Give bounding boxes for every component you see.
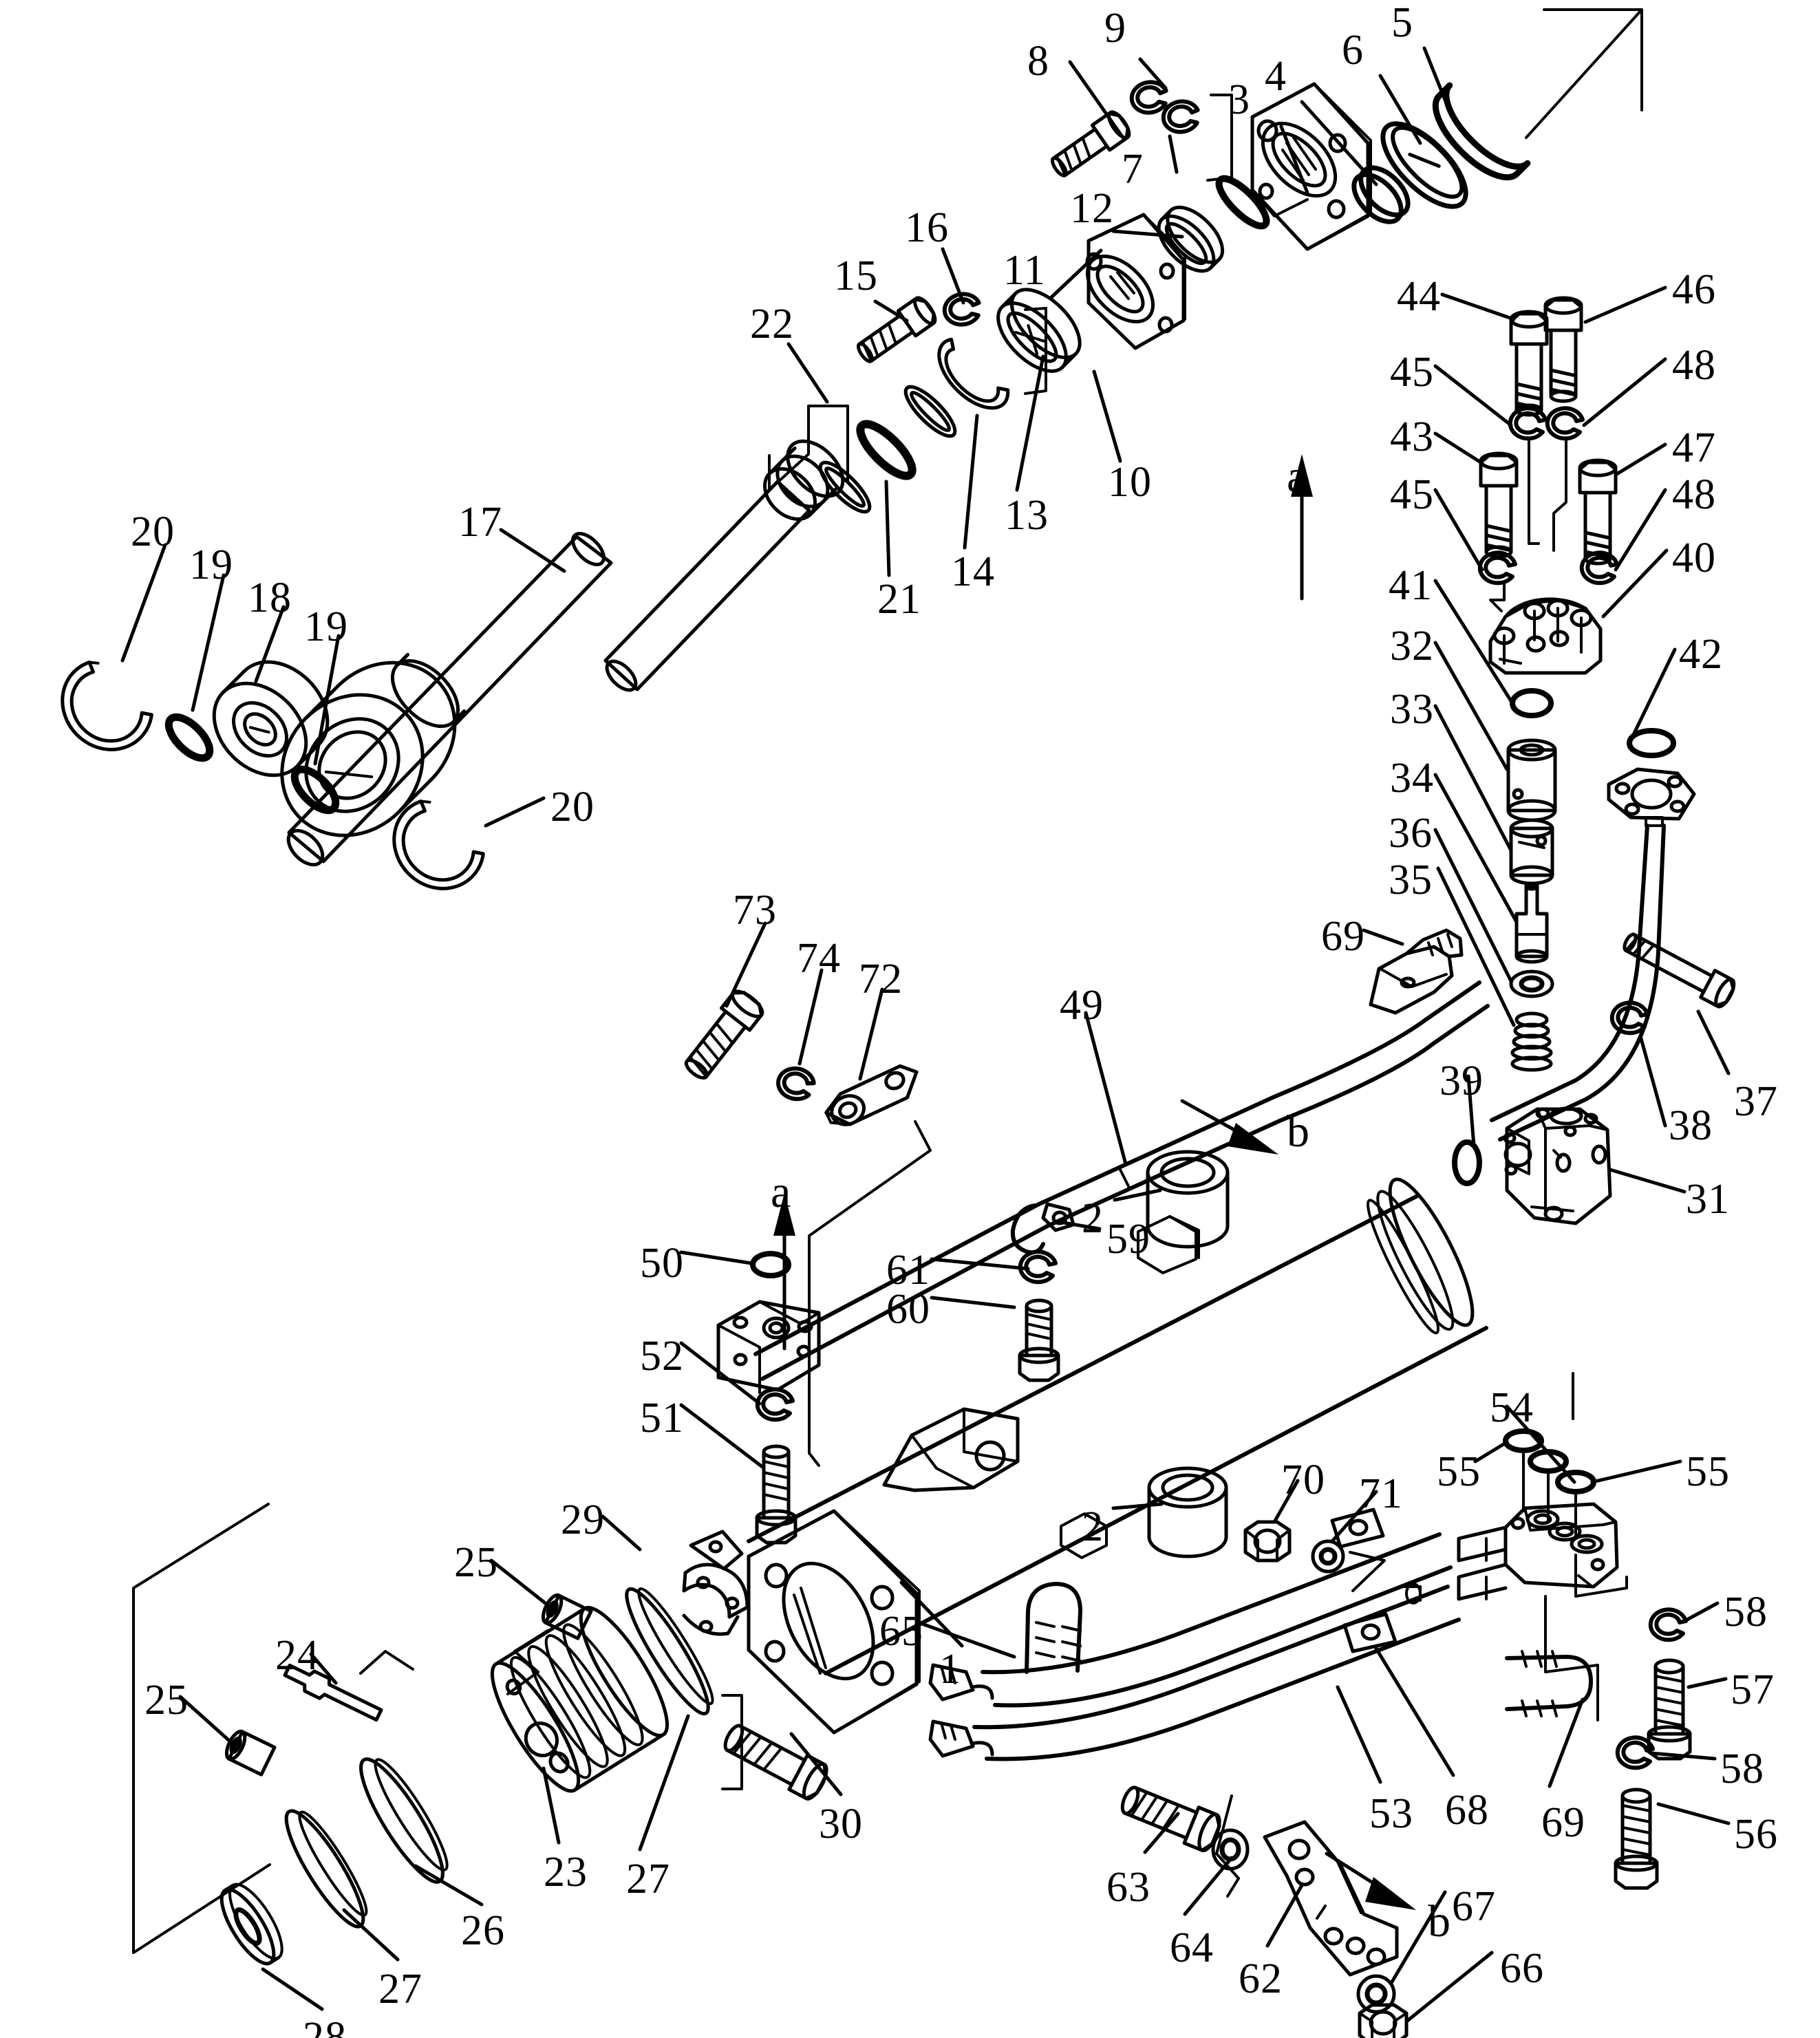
section-marker-a: a (1287, 451, 1307, 502)
callout-number-8: 8 (1027, 38, 1049, 85)
callout-number-44: 44 (1397, 273, 1441, 320)
section-marker-b: b (1428, 1896, 1450, 1946)
callout-number-26: 26 (461, 1907, 505, 1954)
callout-number-27: 27 (626, 1856, 670, 1902)
callout-number-17: 17 (458, 499, 502, 546)
callout-number-45: 45 (1390, 471, 1434, 518)
callout-number-29: 29 (561, 1497, 605, 1543)
callout-number-19: 19 (189, 541, 233, 588)
callout-number-39: 39 (1439, 1058, 1484, 1104)
callout-number-38: 38 (1669, 1102, 1713, 1149)
callout-number-65: 65 (879, 1608, 923, 1655)
callout-number-33: 33 (1390, 686, 1434, 733)
callout-number-52: 52 (640, 1333, 684, 1380)
callout-number-25: 25 (144, 1677, 189, 1724)
callout-number-24: 24 (275, 1632, 319, 1679)
callout-number-64: 64 (1170, 1924, 1214, 1971)
callout-number-55: 55 (1437, 1448, 1481, 1495)
callout-number-61: 61 (886, 1247, 930, 1294)
callout-number-14: 14 (951, 548, 995, 595)
callout-number-6: 6 (1342, 27, 1364, 74)
callout-number-66: 66 (1500, 1945, 1544, 1992)
callout-number-1: 1 (939, 1646, 961, 1693)
callout-number-19: 19 (304, 603, 348, 650)
callout-number-12: 12 (1070, 185, 1114, 232)
callout-number-2: 2 (1082, 1503, 1104, 1550)
callout-number-3: 3 (1228, 76, 1250, 123)
callout-number-20: 20 (131, 508, 175, 555)
callout-number-48: 48 (1672, 342, 1716, 389)
callout-number-56: 56 (1734, 1811, 1778, 1858)
callout-number-20: 20 (550, 784, 595, 830)
callout-number-4: 4 (1265, 53, 1287, 100)
callout-number-57: 57 (1731, 1666, 1775, 1713)
callout-number-71: 71 (1359, 1470, 1403, 1517)
callout-number-58: 58 (1720, 1746, 1764, 1792)
callout-number-25: 25 (454, 1539, 498, 1586)
callout-number-16: 16 (905, 204, 949, 251)
callout-number-49: 49 (1060, 982, 1104, 1029)
callout-number-34: 34 (1390, 755, 1434, 802)
callout-number-37: 37 (1734, 1078, 1778, 1125)
callout-number-46: 46 (1672, 266, 1716, 313)
callout-number-32: 32 (1390, 623, 1434, 669)
callout-number-55: 55 (1686, 1448, 1730, 1495)
callout-number-10: 10 (1108, 459, 1152, 506)
callout-number-36: 36 (1389, 810, 1433, 857)
callout-number-54: 54 (1490, 1384, 1534, 1431)
callout-number-18: 18 (248, 575, 292, 621)
callout-number-9: 9 (1104, 5, 1126, 52)
callout-number-53: 53 (1369, 1790, 1413, 1837)
callout-number-69: 69 (1541, 1799, 1585, 1846)
callout-number-30: 30 (819, 1801, 863, 1847)
callout-number-15: 15 (834, 253, 878, 299)
callout-number-31: 31 (1686, 1176, 1730, 1223)
callout-number-47: 47 (1672, 425, 1716, 471)
callout-number-70: 70 (1281, 1457, 1325, 1503)
callout-number-72: 72 (859, 956, 903, 1002)
callout-number-62: 62 (1239, 1955, 1283, 2002)
callout-number-69: 69 (1321, 913, 1365, 960)
callout-number-74: 74 (797, 935, 841, 982)
callout-number-23: 23 (544, 1849, 588, 1896)
callout-number-27: 27 (378, 1966, 422, 2013)
section-marker-b: b (1287, 1106, 1309, 1157)
callout-number-73: 73 (733, 887, 777, 934)
callout-number-41: 41 (1389, 562, 1433, 609)
callout-number-5: 5 (1391, 0, 1413, 46)
callout-number-7: 7 (1122, 146, 1144, 193)
callout-number-40: 40 (1672, 535, 1716, 581)
callout-number-48: 48 (1672, 471, 1716, 518)
callout-number-13: 13 (1005, 492, 1049, 539)
callout-number-50: 50 (640, 1240, 684, 1287)
callout-number-22: 22 (750, 301, 794, 347)
callout-number-21: 21 (877, 576, 921, 623)
callout-number-60: 60 (886, 1286, 930, 1333)
callout-number-68: 68 (1445, 1787, 1489, 1834)
callout-number-59: 59 (1106, 1216, 1150, 1263)
callout-number-67: 67 (1452, 1883, 1496, 1930)
callout-number-51: 51 (640, 1395, 684, 1441)
section-marker-a: a (771, 1167, 791, 1217)
callout-number-58: 58 (1724, 1589, 1768, 1635)
callout-number-43: 43 (1390, 414, 1434, 460)
callout-number-63: 63 (1106, 1864, 1150, 1911)
callout-number-45: 45 (1390, 349, 1434, 396)
callout-number-42: 42 (1679, 631, 1723, 678)
callout-number-35: 35 (1389, 857, 1433, 903)
callout-number-28: 28 (303, 2014, 347, 2038)
callout-number-11: 11 (1003, 247, 1046, 294)
callout-number-2: 2 (1082, 1195, 1104, 1242)
